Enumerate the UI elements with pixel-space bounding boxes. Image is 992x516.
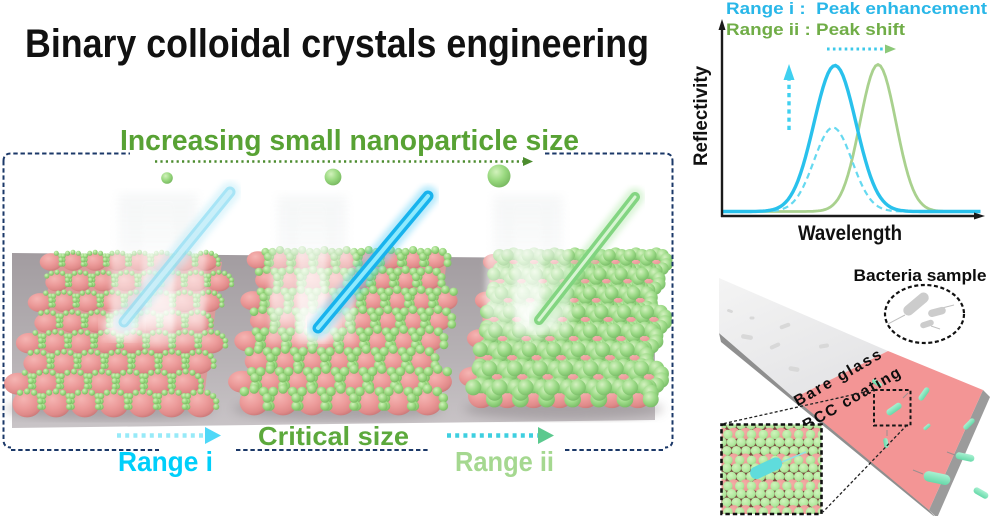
svg-text:Bacteria sample: Bacteria sample — [854, 267, 987, 285]
svg-text:Range i: Range i — [118, 446, 213, 477]
svg-text:Range ii: Range ii — [455, 446, 554, 477]
svg-text:Range ii : Peak shift: Range ii : Peak shift — [726, 20, 905, 39]
svg-text:Wavelength: Wavelength — [798, 222, 902, 245]
svg-text:Range i : Peak enhancement: Range i : Peak enhancement — [726, 0, 987, 18]
svg-text:Increasing small nanoparticle: Increasing small nanoparticle size — [120, 125, 579, 157]
svg-text:Binary colloidal crystals engi: Binary colloidal crystals engineering — [25, 22, 649, 66]
svg-text:Critical size: Critical size — [258, 421, 409, 451]
svg-text:Reflectivity: Reflectivity — [691, 66, 712, 166]
